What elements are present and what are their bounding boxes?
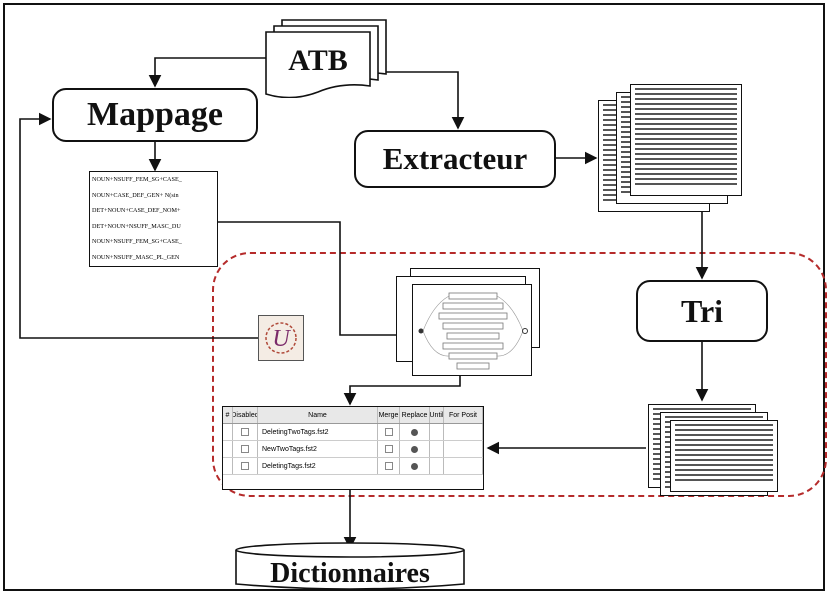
mapping-rule: DET+NOUN+CASE_DEF_NOM+ <box>92 207 181 215</box>
graph-name: DeletingTwoTags.fst2 <box>258 424 378 440</box>
arrow-atb-extracteur <box>380 71 465 130</box>
extracteur-node: Extracteur <box>354 130 556 188</box>
graph-page-front <box>412 284 532 376</box>
unitex-logo: U <box>258 315 304 361</box>
merge-checkbox <box>384 428 393 436</box>
column-header: Name <box>258 407 378 423</box>
merge-checkbox <box>384 462 393 470</box>
arrow-rules-graphs <box>218 221 410 342</box>
arrow-unitex-mappage <box>19 112 258 339</box>
arrow-atb-mappage <box>148 57 270 88</box>
table-row: DeletingTwoTags.fst2 <box>223 424 483 441</box>
column-header: For Posit <box>444 407 483 423</box>
column-header: Merge <box>378 407 400 423</box>
mapping-rule: NOUN+NSUFF_FEM_SG+CASE_ <box>92 176 182 183</box>
unitex-logo-icon: U <box>265 322 297 354</box>
table-row: DeletingTags.fst2 <box>223 458 483 475</box>
sorted-list-front <box>670 420 778 492</box>
replace-radio <box>411 445 418 453</box>
tri-node: Tri <box>636 280 768 342</box>
replace-radio <box>411 428 418 436</box>
atb-document-stack: ATB <box>265 19 387 98</box>
figure-frame <box>3 3 825 591</box>
column-header: # <box>223 407 233 423</box>
graph-name: DeletingTags.fst2 <box>258 458 378 474</box>
processing-region <box>212 252 827 497</box>
graph-name: NewTwoTags.fst2 <box>258 441 378 457</box>
extracteur-label: Extracteur <box>382 141 528 176</box>
unitex-logo-letter: U <box>272 326 291 352</box>
transducer-table: # Disabled Name Merge Replace Until For … <box>222 406 484 490</box>
merge-checkbox <box>384 445 393 453</box>
column-header: Disabled <box>233 407 258 423</box>
table-row: NewTwoTags.fst2 <box>223 441 483 458</box>
atb-label: ATB <box>288 44 347 77</box>
mapping-rule: NOUN+CASE_DEF_GEN+ N(sin <box>92 191 179 199</box>
mapping-rules-list: NOUN+NSUFF_FEM_SG+CASE_ NOUN+CASE_DEF_GE… <box>89 171 218 267</box>
column-header: Until <box>430 407 444 423</box>
tri-label: Tri <box>680 292 724 329</box>
mapping-rule: NOUN+NSUFF_FEM_SG+CASE_ <box>92 238 182 246</box>
extracted-list-front <box>630 84 742 196</box>
transducer-graph-icon <box>418 292 528 370</box>
table-header: # Disabled Name Merge Replace Until For … <box>223 407 483 424</box>
dictionnaires-database: Dictionnaires <box>235 542 465 590</box>
mappage-node: Mappage <box>52 88 258 142</box>
column-header: Replace <box>400 407 430 423</box>
dictionnaires-label: Dictionnaires <box>270 558 430 589</box>
arrow-graphs-table <box>343 376 461 406</box>
mapping-rule: NOUN+NSUFF_MASC_PL_GEN <box>92 253 180 261</box>
disabled-checkbox <box>241 445 249 453</box>
disabled-checkbox <box>241 428 249 436</box>
mapping-rule: DET+NOUN+NSUFF_MASC_DU <box>92 222 181 230</box>
disabled-checkbox <box>241 462 249 470</box>
mappage-label: Mappage <box>87 96 223 133</box>
replace-radio <box>411 462 418 470</box>
